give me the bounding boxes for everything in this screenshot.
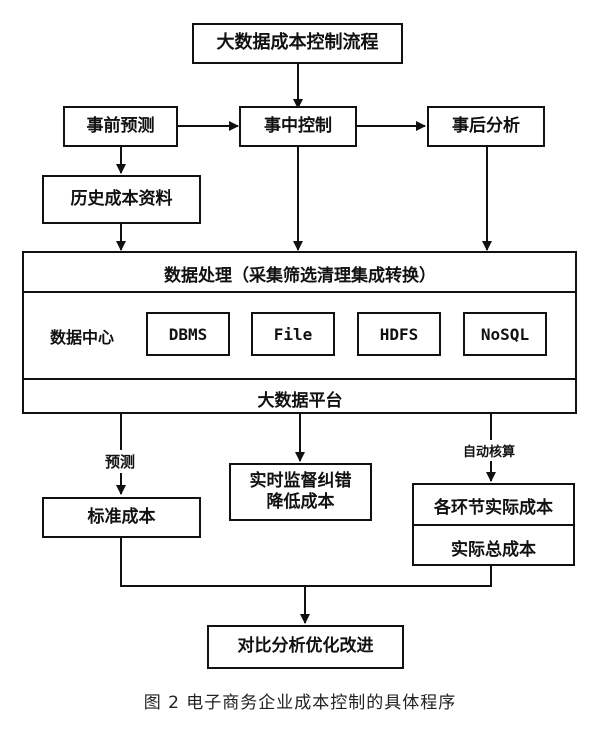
platform-divider-bottom [22,378,577,380]
final-analysis-label: 对比分析优化改进 [237,636,374,657]
db-file-box: File [251,312,335,356]
monitor-line-1: 实时监督纠错 [249,470,352,491]
figure-caption: 图 2 电子商务企业成本控制的具体程序 [143,693,457,713]
final-analysis-box: 对比分析优化改进 [207,625,404,669]
db-dbms-box: DBMS [146,312,230,356]
processing-title: 数据处理（采集筛选清理集成转换） [164,266,436,286]
actual-cost-label: 各环节实际成本 [434,498,553,518]
db-file-label: File [273,324,313,344]
edge-label-auto-calc: 自动核算 [461,440,518,461]
db-nosql-label: NoSQL [480,324,530,344]
flow-title: 大数据成本控制流程 [216,32,379,54]
db-hdfs-box: HDFS [357,312,441,356]
platform-title: 大数据平台 [257,391,343,411]
history-cost-box: 历史成本资料 [42,175,201,224]
pre-forecast-box: 事前预测 [63,106,178,147]
standard-cost-label: 标准成本 [87,506,156,527]
history-cost-label: 历史成本资料 [70,188,173,209]
total-cost-label: 实际总成本 [451,540,536,560]
flow-title-box: 大数据成本控制流程 [192,23,403,64]
monitor-line-2: 降低成本 [266,492,335,512]
pre-forecast-label: 事前预测 [86,115,155,136]
platform-divider-top [22,291,577,293]
data-center-label: 数据中心 [50,328,115,347]
monitor-box: 实时监督纠错 降低成本 [229,463,372,521]
mid-control-box: 事中控制 [239,106,357,147]
post-analysis-box: 事后分析 [427,106,545,147]
db-dbms-label: DBMS [168,324,208,344]
standard-cost-box: 标准成本 [42,497,201,538]
edge-label-predict: 预测 [103,450,138,473]
actual-cost-divider [412,524,575,526]
db-nosql-box: NoSQL [463,312,547,356]
mid-control-label: 事中控制 [264,115,332,136]
db-hdfs-label: HDFS [379,324,419,344]
post-analysis-label: 事后分析 [452,115,520,136]
